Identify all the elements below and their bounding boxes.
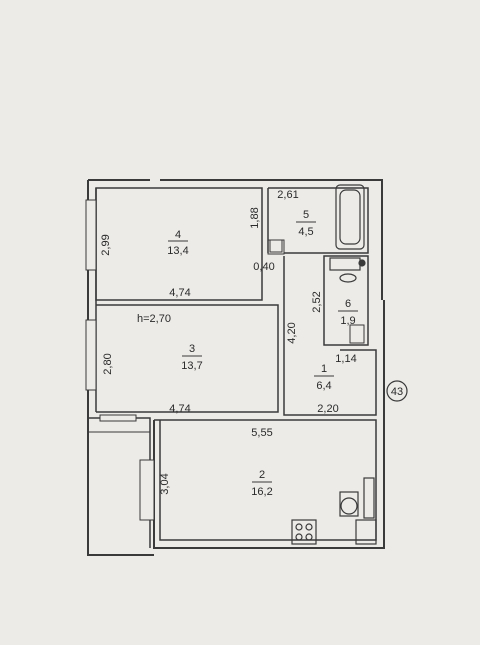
room-1-outline — [283, 256, 377, 416]
window-balcony — [99, 414, 137, 422]
ceiling-height: h=2,70 — [137, 313, 171, 325]
dim-room3-height: 2,80 — [102, 353, 114, 374]
dim-bath-height: 1,88 — [249, 207, 261, 228]
bathtub-inner — [339, 189, 361, 245]
room-3-number: 3 — [189, 343, 195, 355]
toilet-pipe — [358, 259, 366, 267]
room-2-number: 2 — [259, 469, 265, 481]
room-4-area: 13,4 — [167, 245, 188, 257]
room-1-number: 1 — [321, 363, 327, 375]
boiler-box — [339, 491, 359, 517]
room-3-outline — [96, 304, 279, 413]
wc-sink — [349, 324, 365, 344]
stove-burner-2 — [305, 523, 313, 531]
room-3-area: 13,7 — [181, 360, 202, 372]
apartment-number: 43 — [391, 386, 403, 398]
bathtub — [335, 184, 365, 250]
apartment-number-circle — [386, 380, 408, 402]
kitchen-counter — [363, 477, 375, 519]
dim-hall-height: 4,20 — [286, 322, 298, 343]
window-kitchen — [139, 459, 155, 521]
dim-kitchen-width: 5,55 — [251, 427, 272, 439]
windows — [85, 199, 155, 521]
dim-gap: 0,40 — [253, 261, 274, 273]
kitchen-appliances — [291, 477, 377, 545]
room-2-area: 16,2 — [251, 486, 272, 498]
room-6-area: 1,9 — [340, 315, 355, 327]
dim-hall-width: 2,20 — [317, 403, 338, 415]
room-5-outline — [268, 187, 369, 254]
room-5-area: 4,5 — [298, 226, 313, 238]
stove — [291, 519, 317, 545]
stove-burner-3 — [295, 533, 303, 541]
room-6-outline — [323, 255, 369, 346]
dim-hall-width-small: 1,14 — [335, 353, 356, 365]
dim-room4-height: 2,99 — [100, 234, 112, 255]
dim-room4-width: 4,74 — [169, 287, 190, 299]
toilet — [329, 257, 366, 283]
dim-room3-width: 4,74 — [169, 403, 190, 415]
stove-burner-4 — [305, 533, 313, 541]
dim-wc-height: 2,52 — [311, 291, 323, 312]
pipe-box — [267, 239, 285, 255]
left-wall — [87, 180, 154, 556]
boiler — [340, 497, 358, 515]
room-5-number: 5 — [303, 209, 309, 221]
bathtub-outer — [335, 184, 365, 250]
room-1-area: 6,4 — [316, 380, 331, 392]
dim-bath-width: 2,61 — [277, 189, 298, 201]
kitchen-sink — [355, 519, 377, 545]
room-6-number: 6 — [345, 298, 351, 310]
toilet-bowl — [339, 273, 357, 283]
window-room-3 — [85, 319, 97, 391]
stove-burner-1 — [295, 523, 303, 531]
dim-kitchen-height: 3,04 — [159, 473, 171, 494]
outer-wall — [88, 179, 385, 549]
room-4-number: 4 — [175, 229, 181, 241]
window-room-4 — [85, 199, 97, 271]
